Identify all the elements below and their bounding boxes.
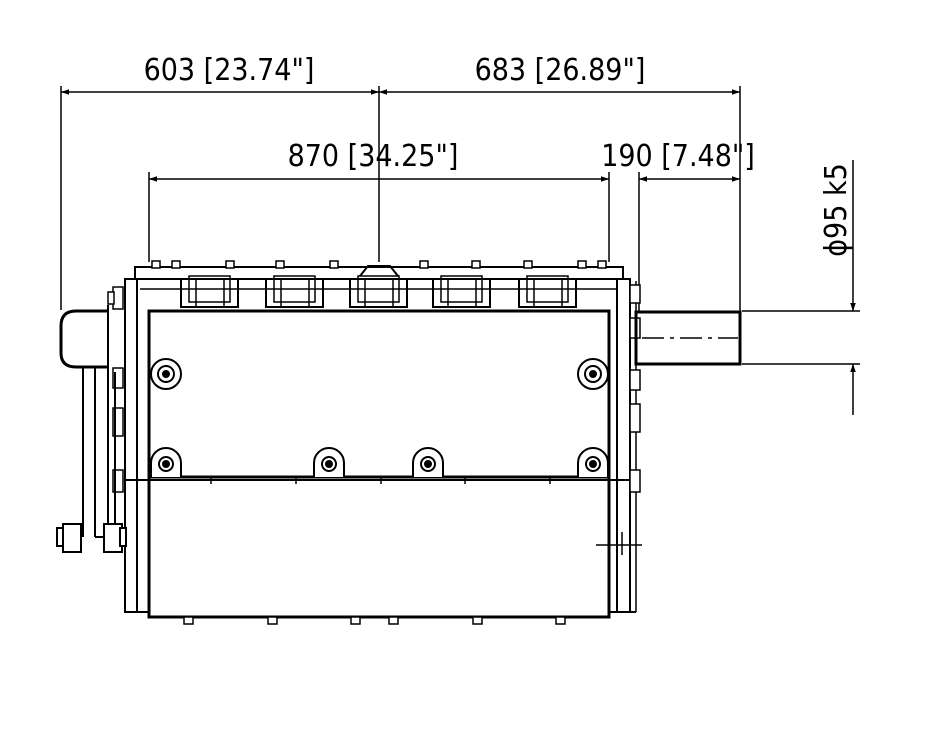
dim-603: 603 [23.74"] — [144, 53, 315, 88]
lifting-eyes — [150, 358, 609, 477]
left-motor-cap — [56, 305, 127, 553]
gearbox-body — [124, 266, 642, 619]
dimension-lines — [60, 86, 860, 415]
dimension-labels: 603 [23.74"] 683 [26.89"] 870 [34.25"] 1… — [144, 53, 854, 257]
bottom-bolts — [183, 616, 566, 625]
side-bolts — [107, 284, 641, 493]
dim-870: 870 [34.25"] — [288, 139, 459, 174]
top-brackets — [151, 260, 607, 308]
dim-diameter: ϕ95 k5 — [819, 163, 854, 257]
output-shaft — [634, 310, 742, 366]
dim-190: 190 [7.48"] — [601, 139, 755, 174]
dim-683: 683 [26.89"] — [475, 53, 646, 88]
